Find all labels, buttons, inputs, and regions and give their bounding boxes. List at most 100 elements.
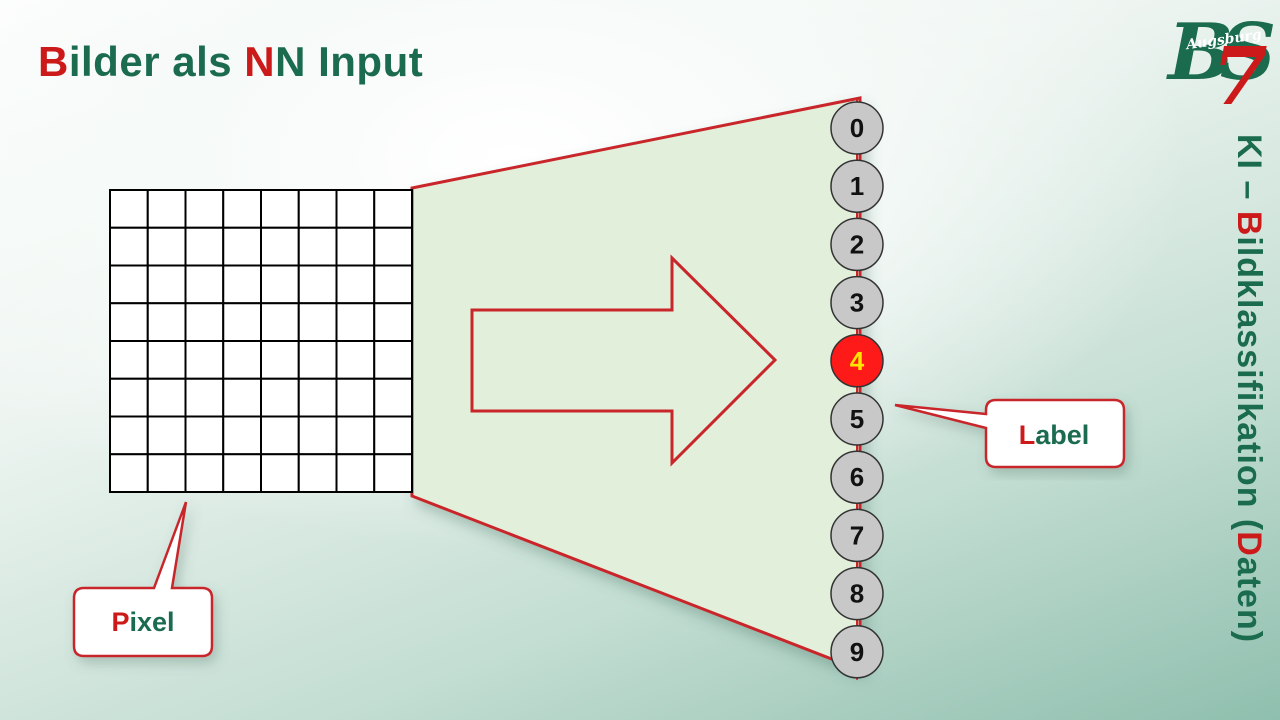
pixel-cell	[335, 415, 376, 456]
pixel-cell	[335, 226, 376, 267]
output-node	[830, 566, 884, 621]
pixel-cell	[146, 302, 187, 342]
pixel-cell	[222, 302, 262, 342]
pixel-cell	[109, 226, 149, 267]
title-initial-b: B	[38, 38, 69, 85]
pixel-cell	[222, 415, 262, 456]
output-node	[830, 101, 884, 155]
pixel-cell	[222, 340, 262, 380]
output-node	[830, 625, 884, 679]
pixel-cell	[260, 415, 300, 456]
pixel-cell	[146, 377, 187, 418]
pixel-cell	[184, 340, 225, 380]
pixel-cell	[260, 302, 300, 342]
output-node-label: 5	[850, 404, 864, 434]
output-node	[830, 217, 884, 272]
pixel-cell	[297, 264, 338, 305]
pixel-cell	[297, 453, 338, 493]
pixel-grid	[109, 189, 413, 493]
arrow-shape	[470, 254, 778, 467]
school-logo: BS 7 Augsburg	[1160, 7, 1276, 123]
pixel-cell	[109, 453, 149, 493]
output-node-label: 2	[850, 229, 864, 259]
pixel-cell	[260, 340, 300, 380]
pixel-cell	[184, 453, 225, 493]
pixel-cell	[335, 340, 376, 380]
pixel-cell	[373, 226, 413, 267]
pixel-cell	[146, 226, 187, 267]
pixel-cell	[109, 415, 149, 456]
output-node-label: 3	[850, 288, 864, 318]
pixel-cell	[297, 302, 338, 342]
pixel-cell	[109, 302, 149, 342]
pixel-callout-label: Pixel	[111, 607, 174, 637]
pixel-cell	[260, 226, 300, 267]
pixel-cell	[222, 453, 262, 493]
output-node-label: 1	[850, 171, 864, 201]
output-node	[830, 508, 884, 563]
pixel-cell	[184, 226, 225, 267]
pixel-cell	[373, 189, 413, 229]
pixel-callout	[72, 501, 214, 658]
pixel-cell	[146, 453, 187, 493]
pixel-cell	[373, 302, 413, 342]
pixel-cell	[146, 340, 187, 380]
logo-letters: BS	[1168, 7, 1276, 98]
output-node	[830, 159, 884, 213]
label-callout	[894, 398, 1126, 469]
title-text-1: ilder als	[68, 38, 245, 85]
pixel-cell	[297, 340, 338, 380]
pixel-cell	[260, 264, 300, 305]
output-node-label: 4	[850, 346, 865, 376]
pixel-cell	[184, 189, 225, 229]
pixel-cell	[260, 453, 300, 493]
output-node-label: 9	[850, 637, 864, 667]
pixel-cell	[222, 226, 262, 267]
output-node-label: 7	[850, 520, 864, 550]
pixel-cell	[146, 415, 187, 456]
pixel-cell	[184, 415, 225, 456]
pixel-cell	[335, 453, 376, 493]
label-callout-label: Label	[1019, 420, 1090, 450]
output-nodes: 0 1 2 3 4 5 6 7 8 9	[830, 98, 884, 680]
side-title: KI – Bildklassifikation (Daten)	[1230, 134, 1268, 644]
pixel-cell	[335, 377, 376, 418]
output-node-highlighted	[830, 334, 884, 388]
title-text-2: N Input	[275, 38, 424, 85]
pixel-cell	[373, 453, 413, 493]
pixel-cell	[184, 264, 225, 305]
title-initial-n: N	[244, 38, 276, 85]
pixel-cell	[297, 377, 338, 418]
pixel-cell	[297, 415, 338, 456]
pixel-cell	[373, 377, 413, 418]
pixel-cell	[335, 264, 376, 305]
pixel-cell	[109, 264, 149, 305]
pixel-cell	[373, 340, 413, 380]
logo-digit: 7	[1212, 29, 1268, 123]
output-node-label: 6	[850, 462, 864, 492]
pixel-cell	[297, 226, 338, 267]
pixel-cell	[222, 264, 262, 305]
pixel-cell	[109, 340, 149, 380]
pixel-cell	[260, 189, 300, 229]
pixel-cell	[297, 189, 338, 229]
pixel-cell	[146, 264, 187, 305]
output-node	[830, 392, 884, 446]
pixel-cell	[109, 377, 149, 418]
pixel-cell	[146, 189, 187, 229]
pixel-cell	[335, 189, 376, 229]
pixel-cell	[109, 189, 149, 229]
output-node-label: 8	[850, 579, 864, 609]
pixel-cell	[373, 264, 413, 305]
pixel-cell	[373, 415, 413, 456]
pixel-cell	[260, 377, 300, 418]
output-node-label: 0	[850, 113, 864, 143]
output-node	[830, 450, 884, 504]
pixel-cell	[184, 302, 225, 342]
pixel-cell	[222, 377, 262, 418]
page-title: Bilder als NN Input	[38, 38, 423, 86]
pixel-cell	[184, 377, 225, 418]
pixel-cell	[222, 189, 262, 229]
output-node	[830, 275, 884, 330]
